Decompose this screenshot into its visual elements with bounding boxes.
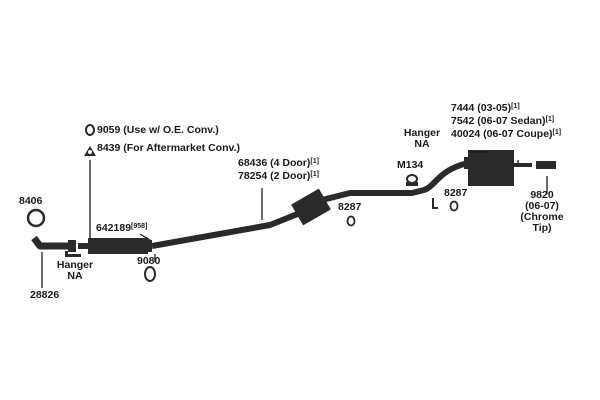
converter-642189: [88, 238, 148, 254]
ring-gasket-icon: [26, 208, 46, 228]
label-68436-note: [1]: [310, 158, 319, 165]
front-flange: [68, 240, 76, 252]
label-642189: 642189[958]: [96, 223, 147, 234]
ring-gasket-icon: [144, 266, 156, 282]
label-hanger-front-line1: Hanger: [56, 259, 94, 271]
label-7542: 7542 (06-07 Sedan)[1]: [451, 116, 554, 127]
ring-gasket-icon: [85, 124, 95, 136]
label-9820-line3: (Chrome: [520, 211, 564, 223]
bracket-hanger-icon: [65, 251, 81, 257]
label-68436-text: 68436 (4 Door): [238, 157, 311, 169]
label-7444-text: 7444 (03-05): [451, 102, 512, 114]
label-40024-text: 40024 (06-07 Coupe): [451, 128, 553, 140]
label-40024-note: [1]: [552, 129, 562, 136]
label-hanger-rear-line1: Hanger: [403, 127, 441, 139]
label-8287-middle: 8287: [338, 201, 362, 213]
rubber-hanger-icon: [406, 174, 418, 186]
label-78254-text: 78254 (2 Door): [238, 170, 311, 182]
label-7444: 7444 (03-05)[1]: [451, 103, 520, 114]
over-axle-pipe: [321, 160, 469, 203]
label-7542-note: [1]: [545, 116, 555, 123]
label-hanger-rear-line2: NA: [414, 138, 430, 150]
label-m134: M134: [397, 159, 424, 171]
label-642189-note: [958]: [131, 223, 148, 230]
label-78254-note: [1]: [310, 171, 319, 178]
label-9820-line1: 9820: [530, 189, 554, 201]
ring-gasket-icon: [449, 200, 459, 212]
label-7444-note: [1]: [511, 103, 520, 110]
bracket-hanger-icon: [432, 198, 438, 209]
label-68436: 68436 (4 Door)[1]: [238, 158, 319, 169]
label-78254: 78254 (2 Door)[1]: [238, 171, 319, 182]
label-hanger-front-line2: NA: [67, 270, 83, 282]
label-8287-rear: 8287: [444, 187, 468, 199]
intermediate-pipe: [151, 210, 302, 249]
label-hanger-front: Hanger NA: [52, 260, 98, 282]
label-28826: 28826: [30, 289, 60, 301]
leader-lines: [41, 151, 548, 288]
label-8406: 8406: [19, 195, 43, 207]
label-7542-text: 7542 (06-07 Sedan): [451, 115, 546, 127]
label-9820-line4: Tip): [532, 222, 552, 234]
chrome-tip-icon: [536, 161, 556, 169]
label-9080: 9080: [137, 255, 161, 267]
label-642189-number: 642189: [96, 222, 132, 234]
label-8439: 8439 (For Aftermarket Conv.): [97, 142, 240, 154]
label-9059: 9059 (Use w/ O.E. Conv.): [97, 124, 219, 136]
label-9820: 9820 (06-07) (Chrome Tip): [512, 190, 572, 234]
label-9820-line2: (06-07): [525, 200, 559, 212]
label-hanger-rear: Hanger NA: [398, 128, 446, 150]
ring-gasket-icon: [346, 215, 356, 227]
front-pipe: [31, 235, 70, 250]
resonator-68436: [291, 188, 331, 226]
label-40024: 40024 (06-07 Coupe)[1]: [451, 129, 561, 140]
flange-rear-converter: [146, 240, 152, 252]
muffler-7444: [468, 150, 514, 186]
